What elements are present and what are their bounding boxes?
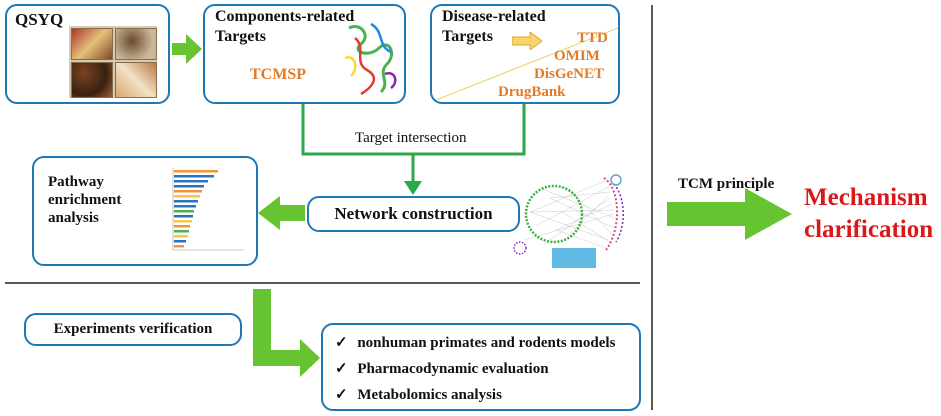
pathway-line3: analysis [48,210,99,226]
experiments-verification-label: Experiments verification [53,321,213,337]
verification-item: ✓ nonhuman primates and rodents models [335,333,615,352]
components-box: Components-related Targets TCMSP [203,4,406,104]
pathway-line1: Pathway [48,174,104,190]
verification-item-text: Metabolomics analysis [357,387,502,403]
check-icon: ✓ [335,387,348,403]
herb-bark-icon [115,62,157,98]
verification-item: ✓ Metabolomics analysis [335,385,502,404]
mechanism-line2: clarification [804,216,934,243]
arrow-network-to-pathway [258,196,305,230]
arrow-experiments [253,289,320,377]
verification-items-box: ✓ nonhuman primates and rodents models ✓… [321,323,641,411]
arrow-tcm-principle [667,188,792,240]
enrichment-bar-chart-thumbnail [156,166,246,256]
pathway-line2: enrichment [48,192,122,208]
target-intersection-label: Target intersection [355,130,467,146]
verification-item: ✓ Pharmacodynamic evaluation [335,359,549,378]
ttd-label: TTD [577,30,608,46]
network-graph-image [513,174,624,268]
network-construction-box: Network construction [307,196,520,232]
herb-roots-icon [115,28,157,60]
disease-box: Disease-related Targets TTD OMIM DisGeNE… [430,4,620,104]
tcm-principle-label: TCM principle [678,176,775,192]
disease-title-line1: Disease-related [442,8,546,25]
check-icon: ✓ [335,361,348,377]
components-title-line1: Components-related [215,8,355,25]
qsyq-box: QSYQ [5,4,170,104]
verification-item-text: nonhuman primates and rodents models [357,335,616,351]
components-title-line2: Targets [215,28,266,45]
tcmsp-label: TCMSP [250,66,306,83]
pathway-box: Pathway enrichment analysis [32,156,258,266]
herb-pieces-icon [71,62,113,98]
protein-structure-icon [344,22,397,96]
network-construction-label: Network construction [334,204,493,223]
check-icon: ✓ [335,335,348,351]
verification-item-text: Pharmacodynamic evaluation [357,361,549,377]
disease-title-line2: Targets [442,28,493,45]
drugbank-label: DrugBank [498,84,566,100]
qsyq-label: QSYQ [15,10,64,29]
mechanism-line1: Mechanism [804,184,928,211]
omim-label: OMIM [554,48,600,64]
herb-image [69,26,157,98]
experiments-verification-box: Experiments verification [24,313,242,346]
herb-slices-icon [71,28,113,60]
disgenet-label: DisGeNET [534,66,605,82]
right-arrow-icon [512,32,542,50]
arrow-qsyq-to-components [172,34,202,64]
diagonal-line [435,27,618,101]
intersection-arrow-head [404,181,422,195]
